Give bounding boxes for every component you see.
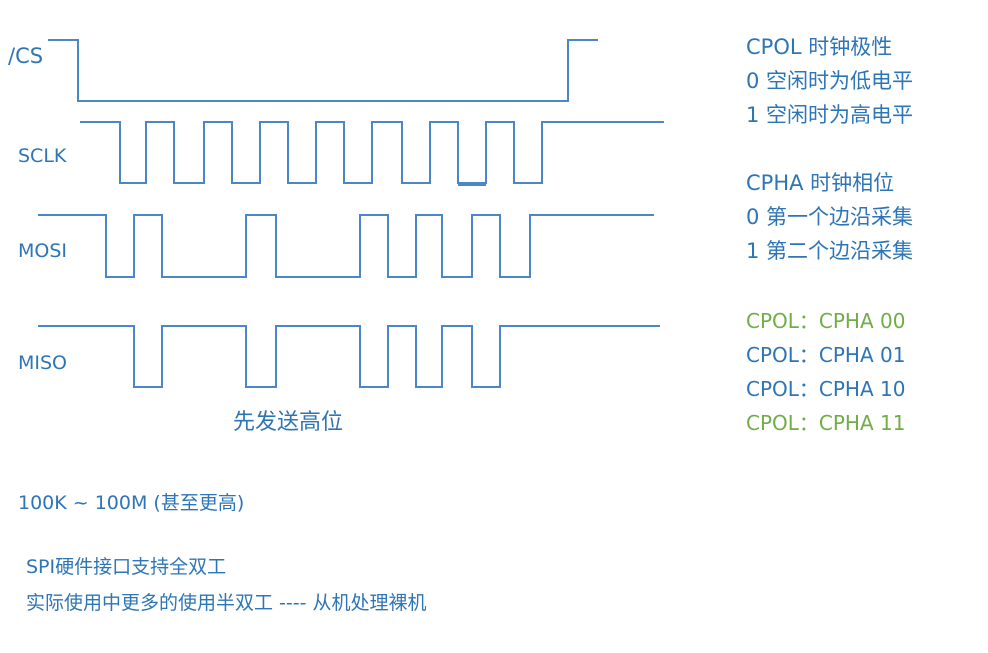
msb-first-note: 先发送高位	[233, 410, 344, 435]
sclk-waveform	[80, 121, 664, 184]
mode-11: CPOL：CPHA 11	[746, 411, 906, 435]
mosi-waveform	[38, 214, 654, 278]
cpol-title: CPOL 时钟极性	[746, 35, 893, 59]
mosi-label: MOSI	[18, 240, 68, 262]
mode-00: CPOL：CPHA 00	[746, 309, 906, 333]
sclk-label: SCLK	[18, 145, 67, 167]
mode-10: CPOL：CPHA 10	[746, 377, 906, 401]
speed-range-note: 100K ~ 100M (甚至更高)	[18, 492, 245, 514]
full-duplex-note: SPI硬件接口支持全双工	[26, 556, 227, 578]
cpol-item-1: 1 空闲时为高电平	[746, 103, 914, 127]
half-duplex-note: 实际使用中更多的使用半双工 ---- 从机处理裸机	[26, 592, 427, 614]
cpha-title: CPHA 时钟相位	[746, 171, 895, 195]
cpol-item-0: 0 空闲时为低电平	[746, 69, 914, 93]
miso-label: MISO	[18, 352, 68, 374]
cs-label: /CS	[8, 44, 44, 68]
miso-waveform	[38, 325, 660, 388]
cpha-item-0: 0 第一个边沿采集	[746, 205, 914, 229]
mode-01: CPOL：CPHA 01	[746, 343, 906, 367]
cs-waveform	[48, 39, 598, 102]
cpha-item-1: 1 第二个边沿采集	[746, 239, 914, 263]
